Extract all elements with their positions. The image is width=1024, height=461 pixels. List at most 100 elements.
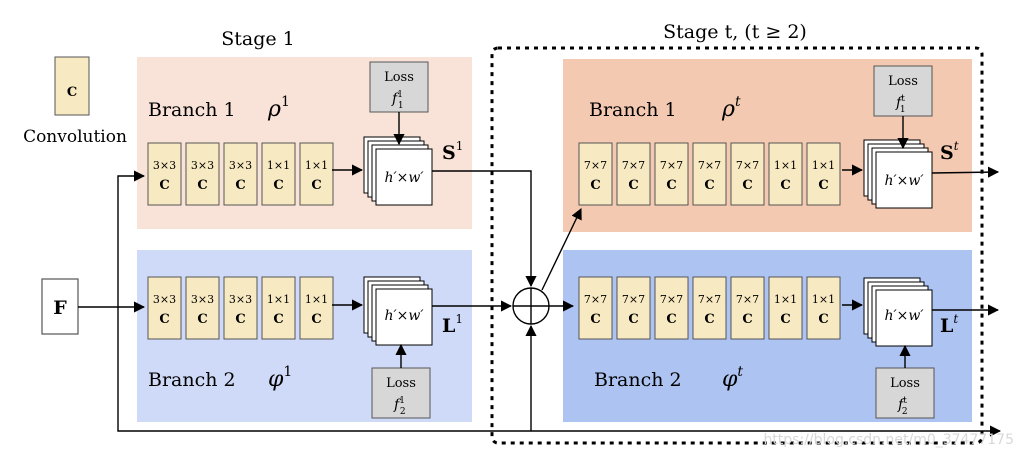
- watermark: https://blog.csdn.net/m0_37477175: [763, 432, 1014, 448]
- stage1-branch2-conv-letter-5: C: [311, 312, 321, 327]
- stage1-branch1-greek: ρ1: [267, 94, 290, 122]
- staget-branch1-conv-kernel-5: 7×7: [736, 159, 759, 172]
- staget-branch1-greek: ρt: [721, 94, 741, 122]
- stage1-branch2-conv-block-2: [185, 276, 220, 340]
- staget-branch2-conv-block-1: [578, 276, 613, 340]
- stage1-branch2-conv-letter-4: C: [273, 312, 283, 327]
- stage1-branch1-conv-kernel-3: 3×3: [229, 159, 252, 172]
- stage1-branch2-greek: φ1: [268, 364, 292, 392]
- loss-sub: 2: [400, 407, 406, 417]
- stage1-branch1-conv-block-1: [147, 142, 182, 206]
- staget-branch2-conv-block-3: [654, 276, 689, 340]
- loss-fn: f: [897, 397, 906, 413]
- loss-sub: 1: [900, 105, 906, 115]
- loss-sup: t: [901, 94, 905, 104]
- stage1-branch2-conv-block-3: [223, 276, 258, 340]
- loss-box: [873, 65, 933, 117]
- input-feature-box: [41, 278, 79, 335]
- staget-branch1-conv-kernel-7: 1×1: [812, 159, 835, 172]
- stage1-output-s: S1: [442, 139, 463, 164]
- staget-branch1-name: Branch 1: [589, 99, 677, 121]
- staget-branch2-conv-block-5: [730, 276, 765, 340]
- stage1-branch1-conv-letter-3: C: [235, 178, 245, 193]
- staget-branch2-conv-kernel-7: 1×1: [812, 293, 835, 306]
- staget-branch1-conv-block-4: [692, 142, 727, 206]
- staget-branch1-conv-kernel-6: 1×1: [774, 159, 797, 172]
- stage1-branch2-conv-kernel-5: 1×1: [305, 293, 328, 306]
- output-sup: t: [954, 139, 959, 153]
- staget-branch2-conv-kernel-3: 7×7: [660, 293, 683, 306]
- stage1-branch2-greek-symbol: φ: [268, 367, 284, 392]
- loss-box: [371, 367, 431, 419]
- map-layer: [375, 148, 433, 206]
- staget-branch2-name: Branch 2: [594, 369, 682, 391]
- loss-sub: 2: [902, 407, 908, 417]
- staget-branch2-conv-blocks: 7×7C7×7C7×7C7×7C7×7C1×1C1×1C: [578, 276, 841, 340]
- staget-branch1-conv-block-2: [616, 142, 651, 206]
- stage1-branch2-map-label: h′×w′: [384, 308, 424, 324]
- loss-title: Loss: [384, 70, 414, 85]
- stage1-branch1-conv-kernel-2: 3×3: [191, 159, 214, 172]
- output-sup: t: [953, 312, 958, 326]
- stage1-branch1-name: Branch 1: [148, 99, 236, 121]
- stage1-branch1-conv-letter-5: C: [311, 178, 321, 193]
- staget-branch2-conv-letter-6: C: [780, 312, 790, 327]
- staget-branch2-conv-block-6: [768, 276, 803, 340]
- stage1-title: Stage 1: [221, 28, 295, 50]
- loss-box: [875, 367, 935, 419]
- stage1-branch2-conv-block-4: [261, 276, 296, 340]
- loss-sub: 1: [398, 101, 404, 111]
- stage1-branch1-greek-symbol: ρ: [267, 97, 281, 122]
- staget-branch2-conv-letter-1: C: [590, 312, 600, 327]
- staget-branch1-greek-sup: t: [735, 94, 741, 110]
- stage1-branch1-feature-map: h′×w′: [363, 136, 433, 206]
- output-letter: L: [442, 315, 455, 337]
- staget-branch1-conv-block-7: [806, 142, 841, 206]
- loss-fn: f: [393, 397, 402, 413]
- staget-branch1-conv-block-5: [730, 142, 765, 206]
- stage1-branch2-greek-sup: 1: [283, 364, 292, 380]
- stage1-branch2-name: Branch 2: [148, 369, 236, 391]
- staget-branch1-conv-blocks: 7×7C7×7C7×7C7×7C7×7C1×1C1×1C: [578, 142, 841, 206]
- stage1-branch2-conv-kernel-3: 3×3: [229, 293, 252, 306]
- staget-title: Stage t, (t ≥ 2): [663, 21, 807, 43]
- stage1-branch1-conv-letter-1: C: [159, 178, 169, 193]
- stage1-branch1-conv-block-5: [299, 142, 334, 206]
- output-letter: S: [940, 142, 954, 164]
- stage1-branch1-conv-kernel-1: 3×3: [153, 159, 176, 172]
- staget-branch1-conv-letter-6: C: [780, 178, 790, 193]
- staget-branch1-conv-letter-2: C: [628, 178, 638, 193]
- stage1-branch2-conv-kernel-2: 3×3: [191, 293, 214, 306]
- stage1-output-l: L1: [442, 312, 463, 337]
- map-layer: [875, 289, 933, 347]
- staget-branch2-greek: φt: [722, 364, 743, 392]
- loss-sup: 1: [399, 396, 405, 406]
- stage1-branch2-conv-letter-1: C: [159, 312, 169, 327]
- stage1-branch2-conv-block-5: [299, 276, 334, 340]
- staget-branch2-conv-kernel-4: 7×7: [698, 293, 721, 306]
- map-layer: [875, 151, 933, 209]
- stage1-branch1-conv-block-3: [223, 142, 258, 206]
- staget-branch2-conv-letter-7: C: [818, 312, 828, 327]
- staget-branch1-conv-kernel-2: 7×7: [622, 159, 645, 172]
- output-sup: 1: [456, 139, 464, 153]
- staget-dashed-boundary: [490, 46, 984, 445]
- edge-st-s-out: [931, 166, 1000, 178]
- staget-branch1-map-label: h′×w′: [884, 173, 924, 189]
- edge-f-trunk: [117, 170, 146, 307]
- loss-title: Loss: [888, 74, 918, 89]
- staget-branch1-conv-letter-1: C: [590, 178, 600, 193]
- stage1-branch2-conv-blocks: 3×3C3×3C3×3C1×1C1×1C: [147, 276, 334, 340]
- legend-conv-label: Convolution: [23, 127, 127, 147]
- staget-branch2-conv-block-2: [616, 276, 651, 340]
- staget-branch1-conv-letter-4: C: [704, 178, 714, 193]
- stage1-branch1-greek-sup: 1: [281, 94, 290, 110]
- staget-branch2-greek-symbol: φ: [722, 367, 738, 392]
